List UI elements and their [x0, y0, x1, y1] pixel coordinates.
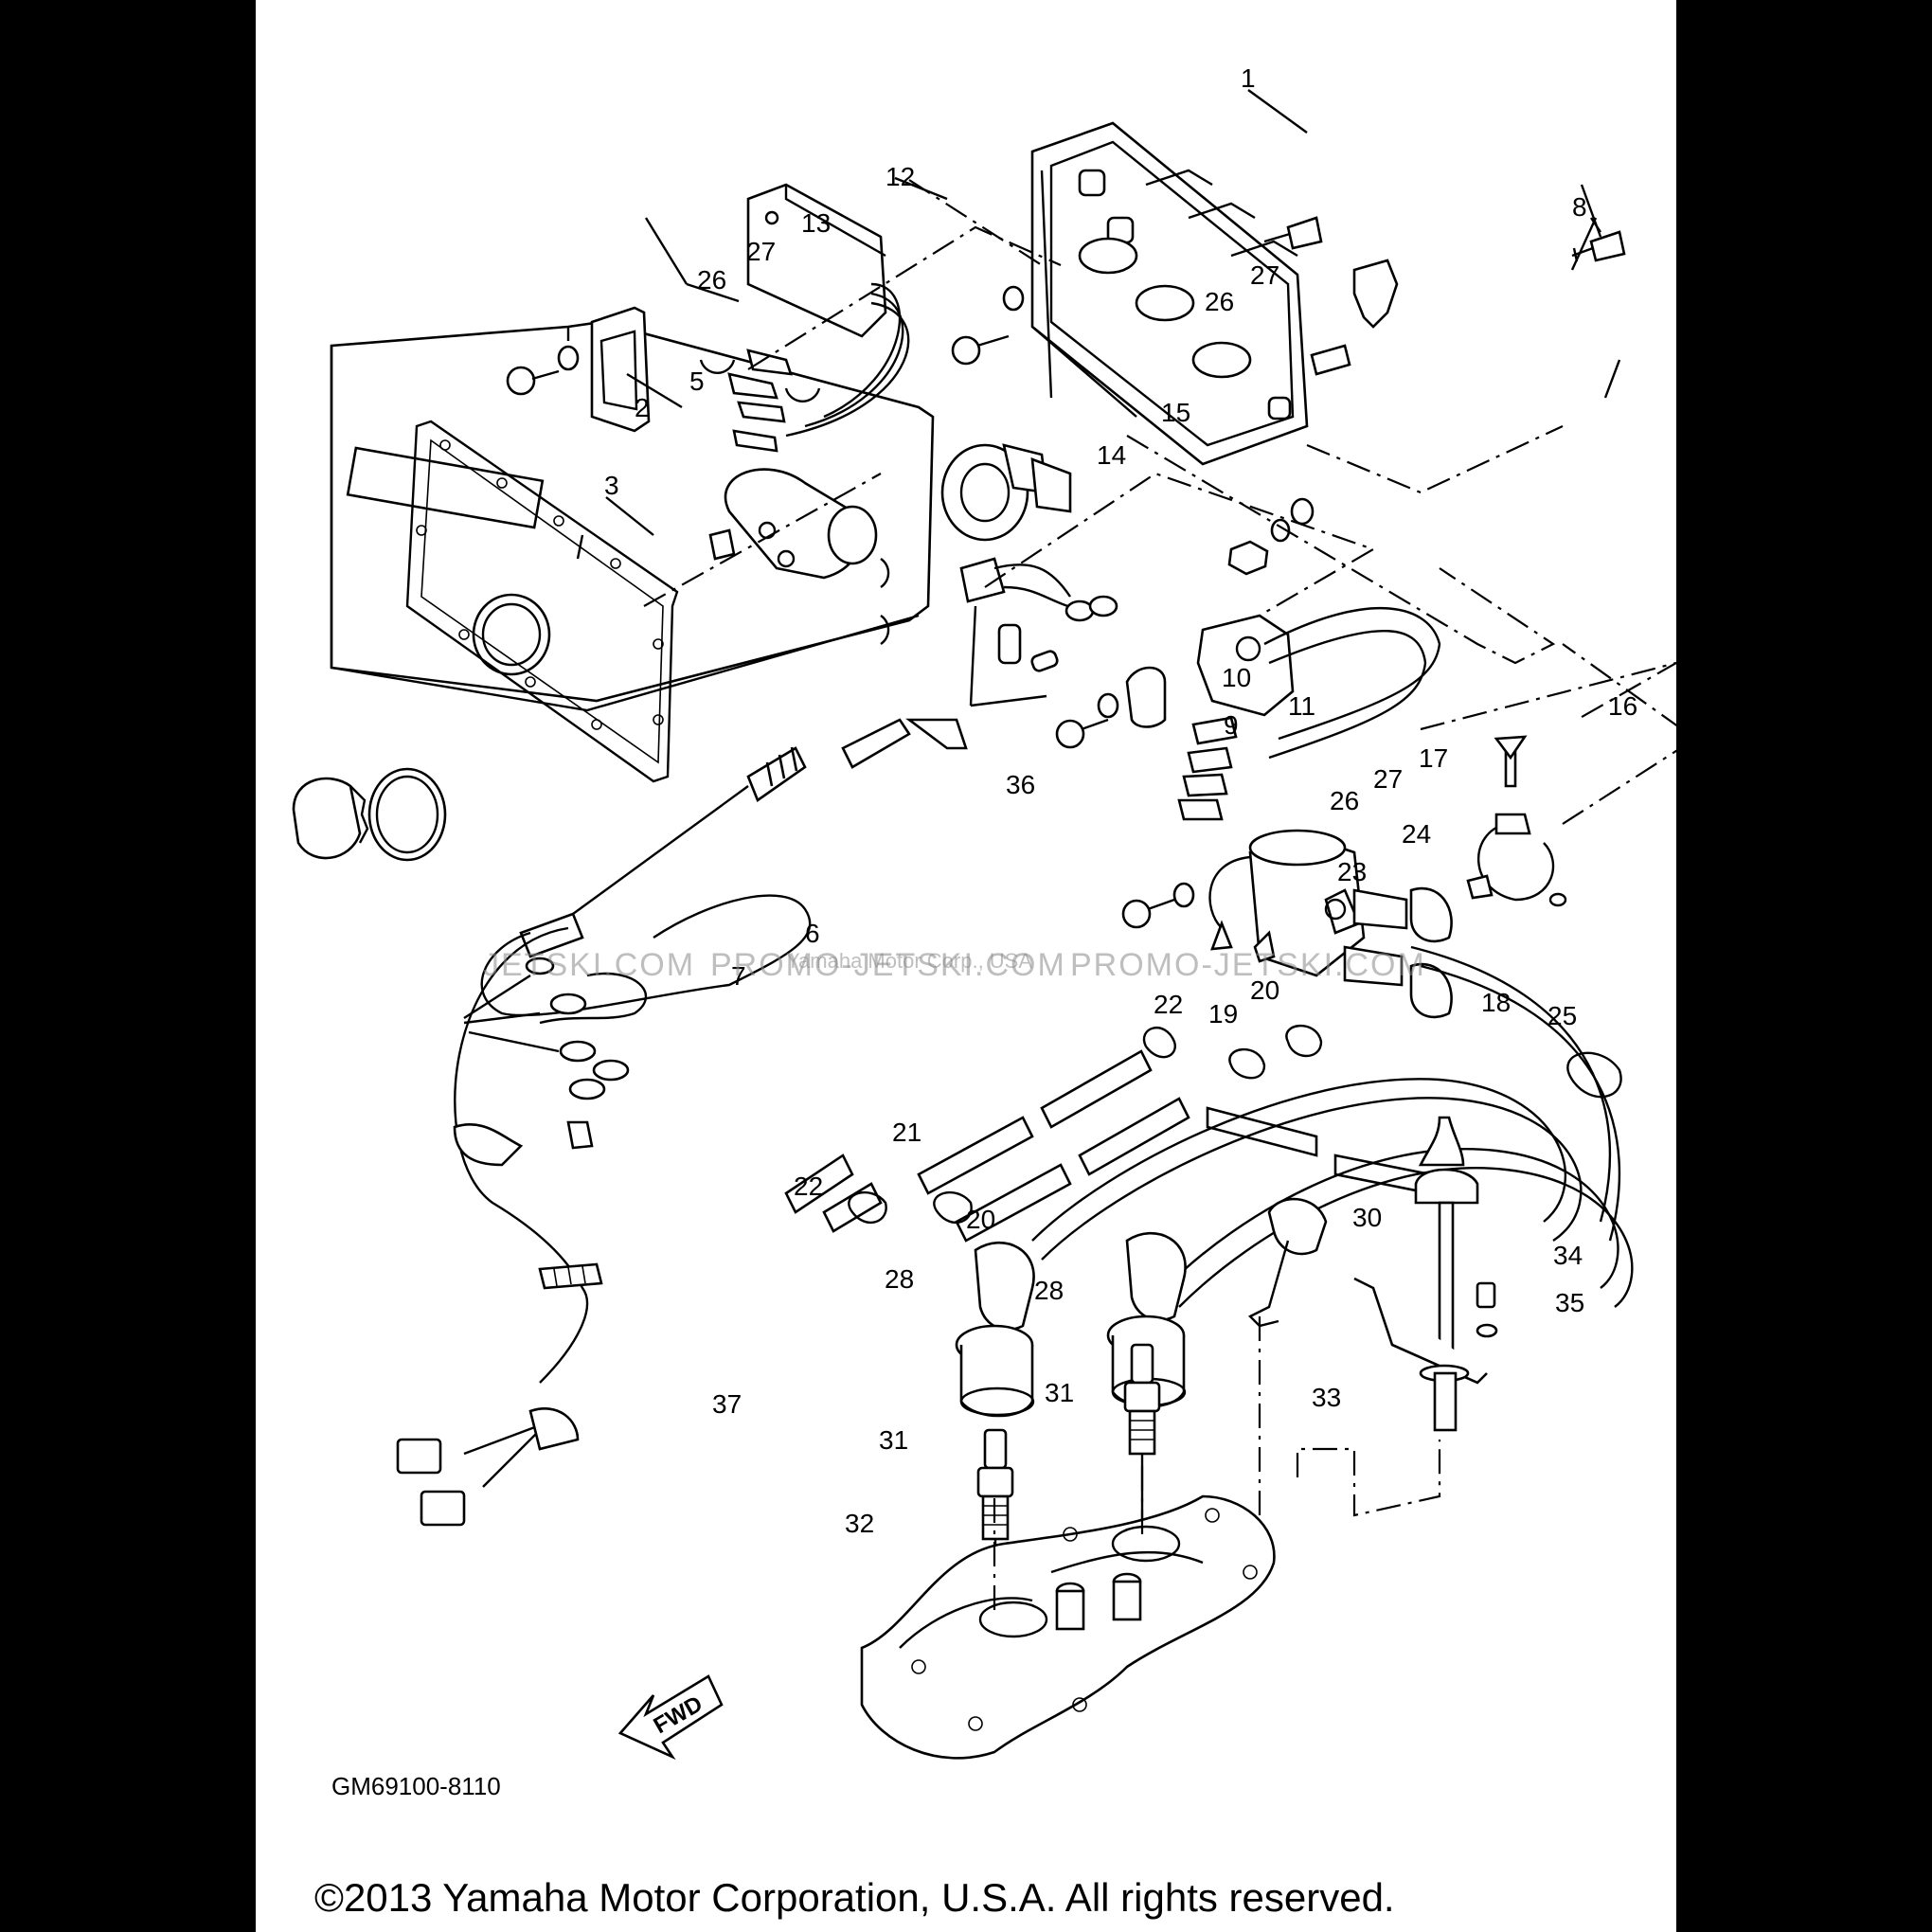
assembly-lines — [643, 179, 1676, 1610]
callout-6: 6 — [805, 919, 820, 948]
copyright-notice: ©2013 Yamaha Motor Corporation, U.S.A. A… — [314, 1875, 1395, 1920]
callout-7: 7 — [731, 961, 746, 991]
callout-28b: 28 — [1034, 1276, 1064, 1305]
callout-26b: 26 — [1205, 287, 1234, 316]
callout-34: 34 — [1553, 1241, 1583, 1270]
callout-2: 2 — [635, 393, 650, 422]
callout-26c: 26 — [1330, 786, 1359, 815]
spark-plug-right — [1123, 1343, 1161, 1534]
callout-22b: 22 — [794, 1172, 823, 1201]
callout-24: 24 — [1402, 819, 1431, 849]
parts-diagram: 1 2 3 5 6 7 8 9 10 11 12 13 14 15 16 17 … — [292, 63, 1676, 1920]
harness-connectors — [463, 957, 648, 1100]
fasteners-right — [1227, 216, 1626, 576]
callout-27b: 27 — [1250, 260, 1279, 290]
leader-lines — [576, 89, 1621, 560]
callout-1: 1 — [1241, 63, 1256, 93]
callout-26: 26 — [697, 265, 726, 295]
plug-wires — [1031, 945, 1634, 1308]
callout-20b: 20 — [966, 1205, 995, 1234]
callout-32: 32 — [845, 1509, 874, 1538]
fwd-arrow: FWD — [617, 1674, 724, 1761]
callout-19: 19 — [1208, 999, 1238, 1029]
sensor-33 — [1353, 1116, 1498, 1432]
callout-20: 20 — [1250, 975, 1279, 1005]
callout-28: 28 — [885, 1264, 914, 1294]
plug-cap-left — [955, 1241, 1035, 1418]
callout-31: 31 — [879, 1425, 908, 1455]
callout-numbers: 1 2 3 5 6 7 8 9 10 11 12 13 14 15 16 17 … — [604, 63, 1637, 1538]
bracket-13 — [590, 306, 651, 433]
lanyard-cable — [480, 718, 968, 1017]
callout-11: 11 — [1288, 691, 1315, 721]
screws-washers — [506, 285, 1195, 929]
callout-18: 18 — [1481, 988, 1511, 1017]
starter-relay — [708, 468, 878, 580]
sensor-15 — [940, 443, 1072, 542]
diagram-sheet: 1 2 3 5 6 7 8 9 10 11 12 13 14 15 16 17 … — [256, 0, 1676, 1932]
clamp-17 — [1125, 666, 1167, 728]
cylinder-head — [860, 1494, 1276, 1760]
watermark-small: Yamaha Motor Corp., USA — [786, 949, 1032, 973]
cdi-unit — [727, 183, 910, 453]
clip-43-41-44 — [1466, 735, 1567, 907]
ignition-coil-18 — [1208, 829, 1408, 987]
grommets-25 — [1409, 886, 1453, 1019]
callout-21: 21 — [892, 1118, 921, 1147]
cap-and-grommet — [292, 767, 447, 862]
callout-17: 17 — [1419, 743, 1448, 773]
callout-8: 8 — [1572, 192, 1587, 222]
watermarks: JETSKI.COM PROMO-JETSKI.COM PROMO-JETSKI… — [483, 947, 1426, 983]
callout-3: 3 — [604, 471, 619, 500]
callout-10: 10 — [1222, 663, 1251, 692]
watermark-1: JETSKI.COM — [483, 947, 695, 983]
hose-clamps — [848, 1024, 1622, 1224]
plug-cap-right — [1106, 1231, 1187, 1408]
callout-15: 15 — [1161, 398, 1190, 427]
callout-25: 25 — [1547, 1001, 1577, 1030]
callout-37: 37 — [712, 1389, 742, 1419]
fuse-holder — [959, 557, 1118, 707]
harness-32 — [396, 926, 603, 1527]
callout-14: 14 — [1097, 440, 1126, 470]
callout-13: 13 — [801, 208, 831, 238]
callout-16: 16 — [1608, 691, 1637, 721]
callout-12: 12 — [886, 162, 915, 191]
callout-33: 33 — [1312, 1383, 1341, 1412]
electrical-box-base — [1030, 121, 1309, 466]
callout-23: 23 — [1337, 857, 1367, 886]
callout-9: 9 — [1224, 710, 1239, 740]
callout-31b: 31 — [1045, 1378, 1074, 1407]
bracket-30 — [1247, 1197, 1328, 1328]
callout-27c: 27 — [1373, 764, 1403, 794]
ignition-coil-16 — [1177, 606, 1441, 821]
callout-27: 27 — [746, 237, 776, 266]
callout-35: 35 — [1555, 1288, 1584, 1317]
callout-5: 5 — [689, 367, 705, 396]
callout-36: 36 — [1006, 770, 1035, 799]
drawing-code: GM69100-8110 — [331, 1772, 501, 1800]
cover-gasket — [405, 420, 679, 783]
watermark-2: PROMO-JETSKI.COM — [710, 947, 1066, 983]
callout-30: 30 — [1352, 1203, 1382, 1232]
hoses — [784, 1049, 1432, 1243]
watermark-3: PROMO-JETSKI.COM — [1070, 947, 1426, 983]
callout-22: 22 — [1154, 990, 1183, 1019]
